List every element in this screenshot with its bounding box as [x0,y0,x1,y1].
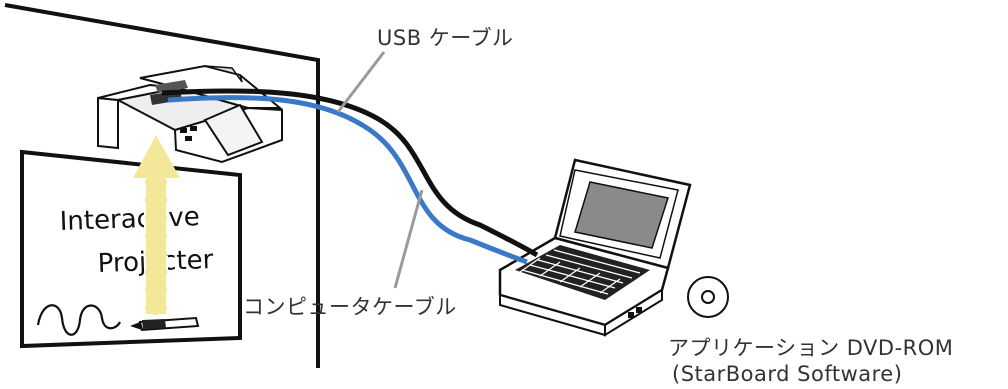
projector-icon [97,64,283,164]
usb-cable-label: USB ケーブル [377,26,514,50]
computer-cable [167,95,528,265]
whiteboard: Interactive Projecter [20,149,242,349]
computer-cable-label: コンピュータケーブル [243,295,457,319]
application-sublabel: (StarBoard Software) [672,362,903,386]
usb-label-pointer [336,51,386,113]
stylus-pen-icon [130,316,200,332]
wall-outline [4,3,320,368]
board-text-line1: Interactive [59,202,200,237]
computer-label-pointer [393,189,424,289]
dvd-disc-icon [687,276,729,318]
board-scribble [36,304,121,336]
laptop-icon [498,158,692,337]
application-label: アプリケーション DVD-ROM [668,336,954,360]
projection-arrow [133,135,180,316]
usb-cable [161,88,539,258]
